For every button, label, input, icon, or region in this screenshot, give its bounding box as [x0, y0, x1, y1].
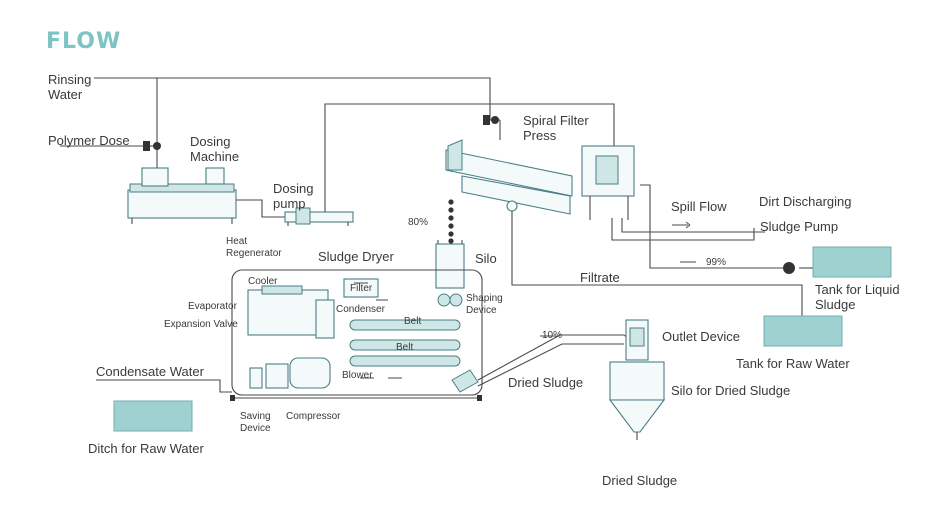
- dosing-machine: [127, 167, 237, 224]
- sludge-pump-icon: [783, 262, 795, 274]
- spiral-filter-press: [445, 139, 635, 220]
- valve-icon: [491, 116, 499, 124]
- sludge-dryer: [230, 269, 483, 401]
- silo-dried-sludge: [608, 319, 666, 440]
- diagram-title: FLOW: [46, 29, 121, 54]
- tank-raw-water: [763, 315, 843, 347]
- tank-liquid-sludge: [812, 246, 892, 278]
- valve-icon: [143, 141, 150, 151]
- flow-arrows: [354, 221, 702, 379]
- valve-icon: [483, 115, 490, 125]
- valve-icon: [153, 142, 161, 150]
- drop-dots: [448, 199, 454, 244]
- silo: [435, 243, 465, 307]
- dosing-pump: [284, 207, 354, 226]
- ditch-raw-water: [113, 400, 193, 432]
